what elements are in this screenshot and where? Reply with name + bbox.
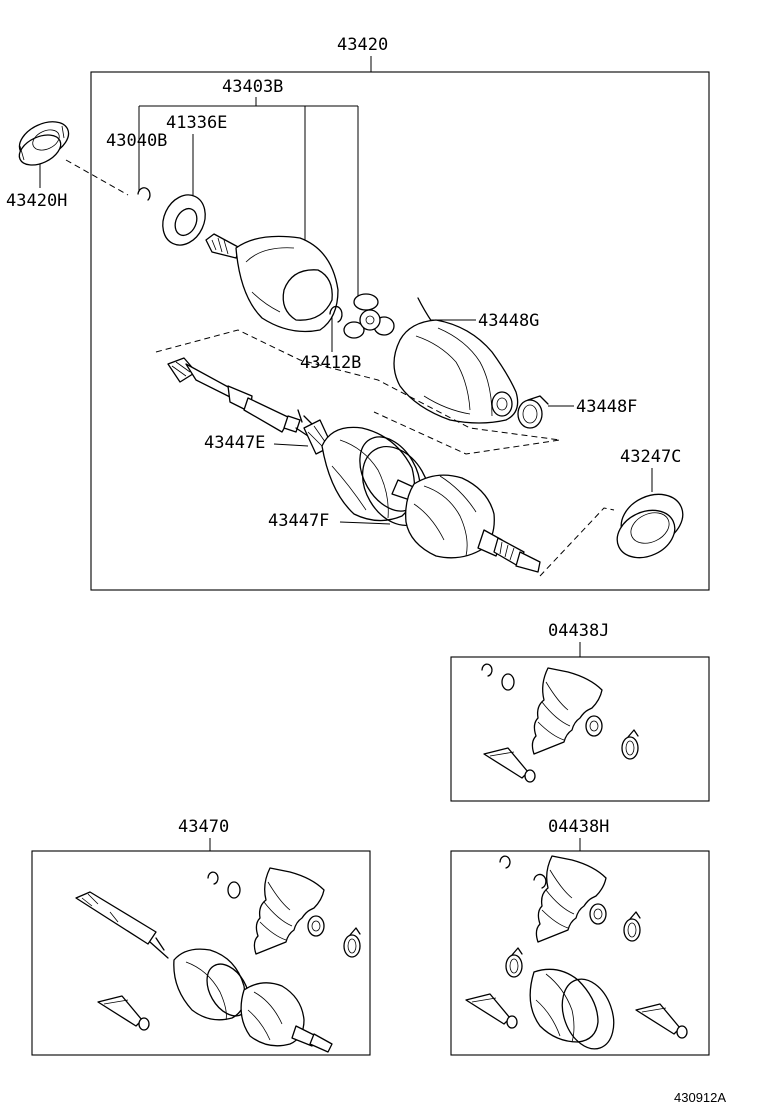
clamp-43448f	[517, 395, 549, 429]
label-43447F: 43447F	[268, 511, 329, 531]
kit-04438j-parts	[481, 663, 639, 783]
label-04438J: 04438J	[548, 621, 609, 641]
tripod-joint	[343, 293, 395, 339]
drive-shaft	[167, 357, 301, 433]
label-04438H: 04438H	[548, 817, 609, 837]
label-43447E: 43447E	[204, 433, 265, 453]
kit-43470-frame	[31, 850, 371, 1056]
kit-04438j-frame	[450, 656, 710, 802]
label-43448F: 43448F	[576, 397, 637, 417]
outer-boot	[405, 474, 541, 573]
kit-04438h-frame	[450, 850, 710, 1056]
label-43247C: 43247C	[620, 447, 681, 467]
washer-41336e	[162, 194, 206, 246]
diagram-code: 430912A	[674, 1090, 726, 1105]
kit-04438h-parts	[465, 855, 688, 1050]
main-assembly-frame	[90, 71, 710, 591]
snap-ring-43412b	[329, 305, 343, 323]
kit-43470-parts	[75, 867, 361, 1053]
seal-ring-43420h	[18, 121, 70, 166]
label-41336E: 41336E	[166, 113, 227, 133]
outer-joint-housing	[205, 233, 339, 333]
label-43420H: 43420H	[6, 191, 67, 211]
seal-ring-43247c	[616, 493, 684, 559]
label-43040B: 43040B	[106, 131, 167, 151]
snap-ring-43040b	[137, 187, 151, 201]
label-43420: 43420	[337, 35, 388, 55]
label-43403B: 43403B	[222, 77, 283, 97]
label-43448G: 43448G	[478, 311, 539, 331]
label-43412B: 43412B	[300, 353, 361, 373]
inner-boot-43448g	[393, 297, 519, 424]
label-43470: 43470	[178, 817, 229, 837]
